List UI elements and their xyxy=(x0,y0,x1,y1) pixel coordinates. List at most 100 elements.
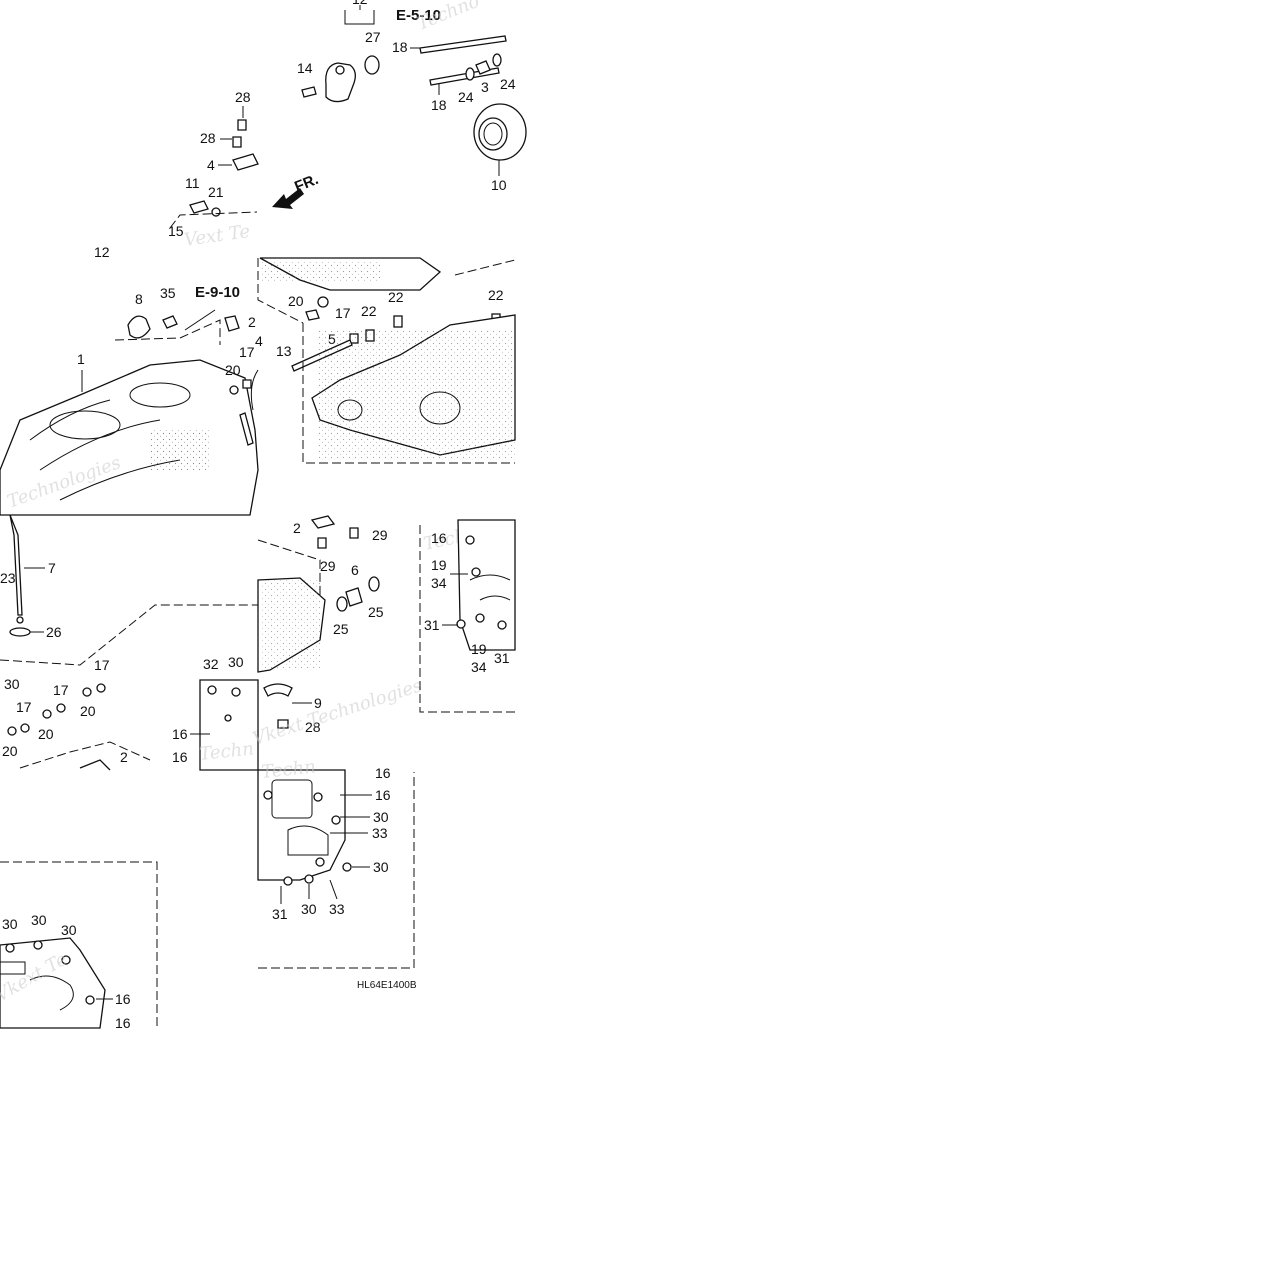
callout-4b: 4 xyxy=(255,333,263,349)
callout-18: 18 xyxy=(392,39,408,55)
callout-34b: 34 xyxy=(471,659,487,675)
callout-22: 22 xyxy=(361,303,377,319)
callout-20b: 20 xyxy=(288,293,304,309)
callout-19b: 19 xyxy=(471,641,487,657)
callout-13: 13 xyxy=(276,343,292,359)
callout-16d: 16 xyxy=(115,991,131,1007)
ref-e-5-10: E-5-10 xyxy=(396,7,441,24)
oil-pan xyxy=(0,937,106,1029)
speed-sensor xyxy=(325,62,356,103)
watermark: Techno xyxy=(414,0,483,35)
callout-19: 19 xyxy=(431,557,447,573)
callout-16b: 16 xyxy=(172,749,188,765)
callout-30d: 30 xyxy=(31,912,47,928)
oil-pressure-switch-parts xyxy=(189,119,259,217)
tile-top-left: 28 28 4 11 21 15 12 Vext Te xyxy=(94,89,259,260)
callout-8: 8 xyxy=(135,291,143,307)
tile-middle-center: 2 29 29 6 25 25 9 28 Vkext Technologies xyxy=(250,515,425,750)
crankcase-section xyxy=(259,257,442,291)
callout-3: 3 xyxy=(481,79,489,95)
front-arrow: FR. xyxy=(272,171,321,209)
crankcase-middle xyxy=(311,314,516,460)
drawing-code: HL64E1400B xyxy=(357,980,417,991)
crankcase-upper xyxy=(0,359,259,516)
callout-30f: 30 xyxy=(373,809,389,825)
callout-4: 4 xyxy=(207,157,215,173)
callout-31b: 31 xyxy=(494,650,510,666)
crankcase-cover xyxy=(456,519,516,651)
dipstick xyxy=(9,514,24,624)
callout-20d: 20 xyxy=(38,726,54,742)
callout-25: 25 xyxy=(333,621,349,637)
callout-1: 1 xyxy=(77,351,85,367)
callout-17c: 17 xyxy=(94,657,110,673)
callout-29b: 29 xyxy=(320,558,336,574)
tile-lower-center: 16 16 30 33 30 31 30 33 HL64E1400B Techn xyxy=(257,756,417,991)
callout-22c: 22 xyxy=(488,287,504,303)
tile-middle-left: 23 7 26 17 30 17 20 17 20 20 32 30 16 16… xyxy=(0,514,259,771)
bearing-part xyxy=(473,103,527,161)
callout-28c: 28 xyxy=(305,719,321,735)
callout-23: 23 xyxy=(0,570,16,586)
callout-21: 21 xyxy=(208,184,224,200)
tile-middle-right: Technolo 16 19 34 31 19 34 31 xyxy=(419,517,516,713)
callout-12: 12 xyxy=(94,244,110,260)
callout-27: 27 xyxy=(365,29,381,45)
callout-16e: 16 xyxy=(115,1015,131,1031)
callout-10: 10 xyxy=(491,177,507,193)
callout-30b: 30 xyxy=(228,654,244,670)
crankcase-side xyxy=(257,577,326,673)
callout-16c: 16 xyxy=(431,530,447,546)
callout-28-top: 28 xyxy=(235,89,251,105)
callout-17b: 17 xyxy=(335,305,351,321)
callout-2b: 2 xyxy=(120,749,128,765)
tile-top-middle: E-5-10 Techno 12 27 14 18 18 24 3 24 10 xyxy=(272,0,527,209)
callout-2c: 2 xyxy=(293,520,301,536)
callout-20: 20 xyxy=(225,362,241,378)
callout-20c: 20 xyxy=(80,703,96,719)
callout-6: 6 xyxy=(351,562,359,578)
callout-14: 14 xyxy=(297,60,313,76)
callout-12-top: 12 xyxy=(352,0,368,7)
tile-upper-left: 8 35 E-9-10 2 1 17 20 4 Technologies xyxy=(0,284,263,516)
callout-30e: 30 xyxy=(61,922,77,938)
callout-35: 35 xyxy=(160,285,176,301)
callout-32: 32 xyxy=(203,656,219,672)
callout-22b: 22 xyxy=(388,289,404,305)
callout-34: 34 xyxy=(431,575,447,591)
callout-17d: 17 xyxy=(53,682,69,698)
callout-18b: 18 xyxy=(431,97,447,113)
lower-crankcase xyxy=(257,769,352,886)
callout-33: 33 xyxy=(372,825,388,841)
callout-11: 11 xyxy=(185,175,200,191)
callout-29: 29 xyxy=(372,527,388,543)
front-label: FR. xyxy=(292,171,321,196)
callout-24b: 24 xyxy=(500,76,516,92)
callout-31c: 31 xyxy=(272,906,288,922)
callout-16f: 16 xyxy=(375,765,391,781)
callout-15: 15 xyxy=(168,223,184,239)
ref-e-9-10: E-9-10 xyxy=(195,284,240,301)
callout-31: 31 xyxy=(424,617,440,633)
callout-25b: 25 xyxy=(368,604,384,620)
callout-30g: 30 xyxy=(373,859,389,875)
callout-24: 24 xyxy=(458,89,474,105)
callout-2: 2 xyxy=(248,314,256,330)
callout-20e: 20 xyxy=(2,743,18,759)
callout-30h: 30 xyxy=(301,901,317,917)
tile-lower-left: 30 30 30 16 16 Vkext Te xyxy=(0,861,158,1031)
callout-17e: 17 xyxy=(16,699,32,715)
callout-7: 7 xyxy=(48,560,56,576)
callout-33b: 33 xyxy=(329,901,345,917)
watermark: Vext Te xyxy=(183,221,252,251)
callout-28: 28 xyxy=(200,130,216,146)
callout-9: 9 xyxy=(314,695,322,711)
callout-30c: 30 xyxy=(2,916,18,932)
callout-30: 30 xyxy=(4,676,20,692)
callout-16: 16 xyxy=(172,726,188,742)
callout-16g: 16 xyxy=(375,787,391,803)
callout-26: 26 xyxy=(46,624,62,640)
callout-17: 17 xyxy=(239,344,255,360)
tile-upper-middle: 20 17 22 22 22 5 13 xyxy=(257,257,516,464)
